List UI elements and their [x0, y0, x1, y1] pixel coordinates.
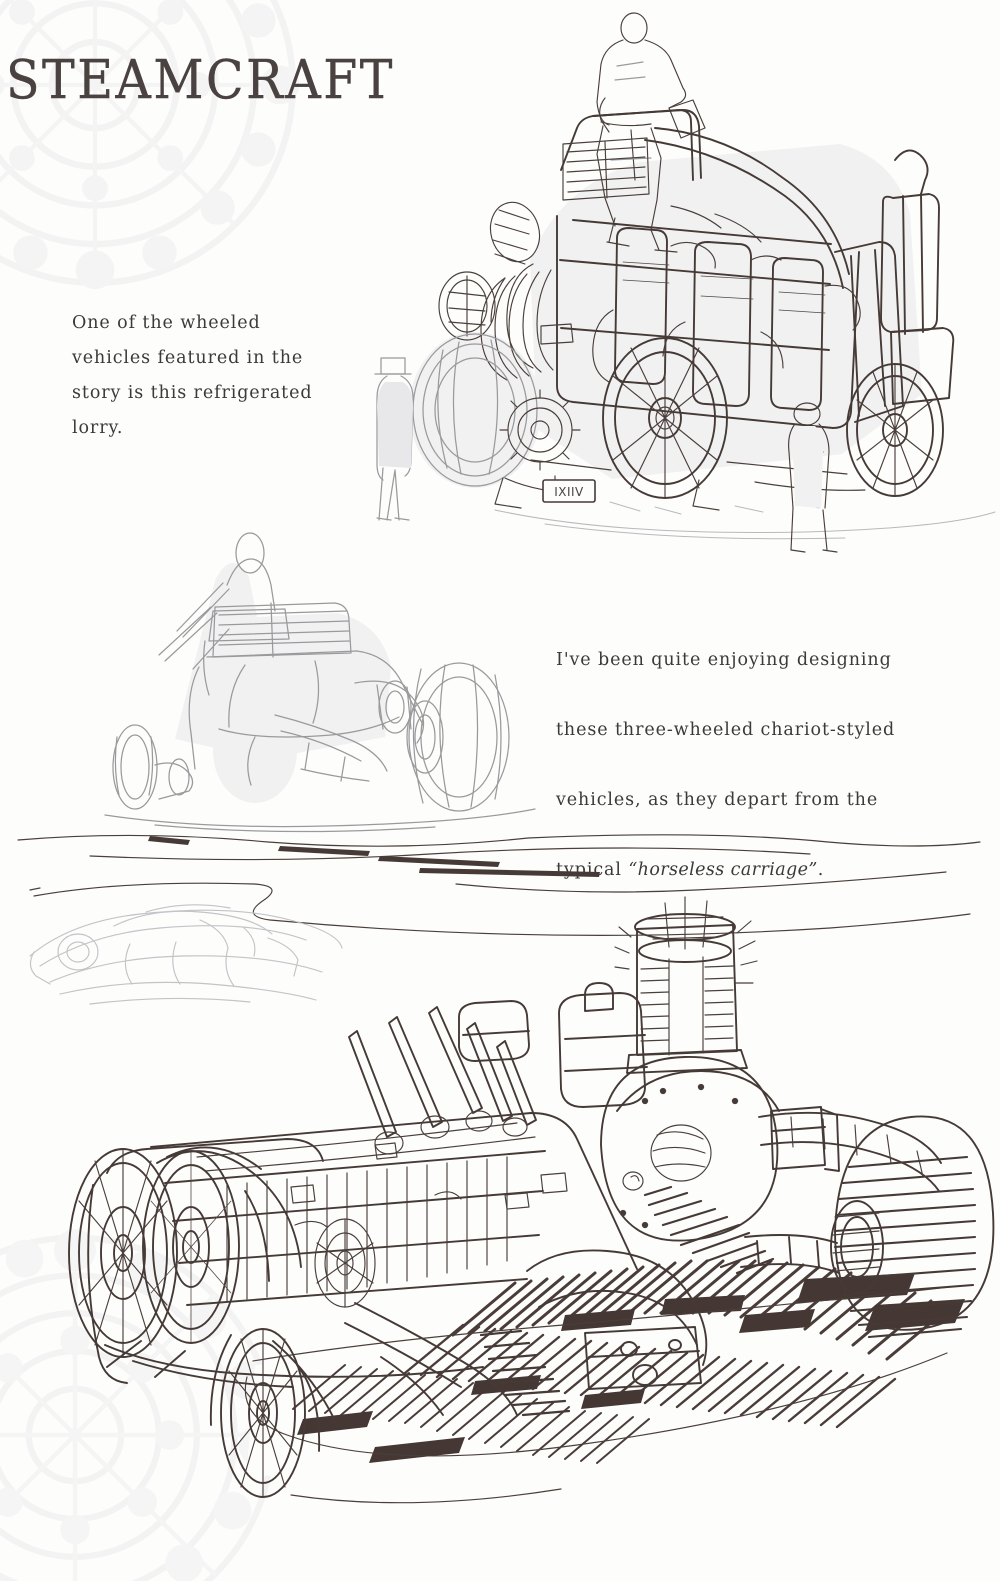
wheel-rear-left-inner — [142, 1150, 240, 1344]
boiler-dome — [600, 1056, 780, 1275]
lamp-assembly-left — [438, 201, 541, 341]
turbine-left — [480, 269, 554, 381]
note-line-4-suffix: . — [817, 860, 825, 880]
note-line-3: vehicles, as they depart from the — [556, 790, 879, 810]
note-line-4-quoted: “horseless carriage” — [628, 860, 818, 880]
shadow-hatching — [244, 1259, 965, 1504]
illustration-main-steam-chariot — [45, 895, 1000, 1575]
lace-watermark-bottom-left — [0, 1229, 281, 1581]
smokestack — [614, 896, 758, 1074]
note-line-2: these three-wheeled chariot-styled — [556, 720, 896, 740]
pipework — [592, 205, 861, 383]
page-title: STEAMCRAFT — [6, 44, 393, 112]
note-refrigerated-lorry: One of the wheeled vehicles featured in … — [72, 313, 313, 438]
note-chariot-vehicles: I've been quite enjoying designing these… — [556, 608, 931, 888]
page-title-text: STEAMCRAFT — [6, 50, 395, 111]
control-levers — [348, 1006, 537, 1155]
wheel-front-right — [830, 1115, 995, 1339]
wheel-rear-left-outer — [68, 1148, 178, 1358]
figure-standing-right — [788, 402, 838, 553]
wheel-rear-right — [846, 363, 944, 497]
figure-workman-on-roof — [596, 12, 706, 253]
wheel-right-large — [406, 662, 510, 812]
note-line-4-prefix: typical — [556, 860, 629, 880]
illustration-refrigerated-lorry: IXIIV — [355, 10, 1000, 553]
license-plate-text: IXIIV — [554, 485, 584, 499]
flexible-hose — [758, 1111, 942, 1192]
wheel-center-large — [602, 337, 728, 499]
drive-gear — [314, 1218, 376, 1308]
note-line-1: I've been quite enjoying designing — [556, 650, 892, 670]
license-plate: IXIIV — [542, 479, 596, 503]
lamp-housing — [770, 1106, 840, 1172]
illustration-ghost-underdrawing — [20, 890, 350, 1020]
wheel-left-small — [112, 724, 194, 810]
wheel-front-left — [412, 333, 538, 487]
figure-top-hatted-bystander — [374, 357, 414, 521]
gear-wheel-lower-left — [499, 389, 581, 471]
illustration-chariot-pencil — [95, 515, 545, 845]
wheel-front-left-small — [209, 1328, 321, 1498]
